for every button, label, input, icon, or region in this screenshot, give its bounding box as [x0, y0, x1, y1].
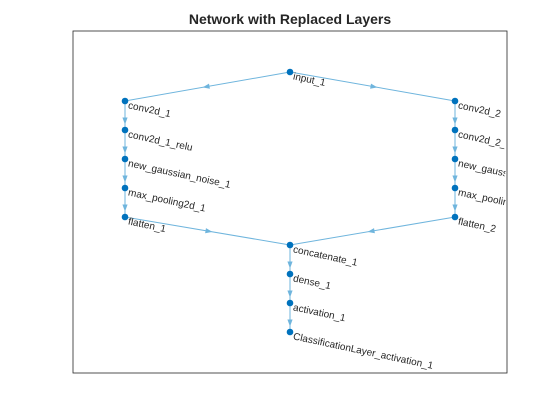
figure-title: Network with Replaced Layers	[189, 11, 392, 27]
edge-activation_1-to-ClassificationLayer_activation_1	[287, 303, 293, 332]
edge-conv2d_2_relu-to-new_gaussian_noise_2	[452, 130, 458, 159]
edge-arrowhead	[205, 228, 213, 234]
node-conv2d_2	[451, 97, 459, 105]
edge-new_gaussian_noise_2-to-max_pooling2d_2	[452, 159, 458, 188]
node-new_gaussian_noise_1	[121, 155, 129, 163]
edge-input_1-to-conv2d_2	[289, 71, 456, 102]
node-conv2d_1	[121, 97, 129, 105]
edge-arrowhead	[452, 117, 458, 125]
edge-arrowhead	[452, 146, 458, 154]
edge-conv2d_1-to-conv2d_1_relu	[122, 101, 128, 130]
node-max_pooling2d_1	[121, 184, 129, 192]
edge-arrowhead	[367, 228, 375, 234]
node-flatten_1	[121, 213, 129, 221]
edge-arrowhead	[287, 319, 293, 327]
edge-new_gaussian_noise_1-to-max_pooling2d_1	[122, 159, 128, 188]
node-max_pooling2d_2	[451, 184, 459, 192]
edge-arrowhead	[287, 290, 293, 298]
node-activation_1	[286, 299, 294, 307]
edge-max_pooling2d_1-to-flatten_1	[122, 188, 128, 217]
node-ClassificationLayer_activation_1	[286, 328, 294, 336]
edge-max_pooling2d_2-to-flatten_2	[452, 188, 458, 217]
node-concatenate_1	[286, 241, 294, 249]
edge-arrowhead	[287, 261, 293, 269]
edge-concatenate_1-to-dense_1	[287, 245, 293, 274]
edge-arrowhead	[452, 175, 458, 183]
edge-flatten_2-to-concatenate_1	[289, 216, 456, 246]
node-dense_1	[286, 270, 294, 278]
node-input_1	[286, 68, 294, 76]
node-conv2d_2_relu	[451, 126, 459, 134]
edge-arrowhead	[122, 146, 128, 154]
node-flatten_2	[451, 213, 459, 221]
edge-arrowhead	[202, 83, 210, 89]
edge-arrowhead	[122, 204, 128, 212]
edge-arrowhead	[122, 175, 128, 183]
edge-conv2d_1_relu-to-new_gaussian_noise_1	[122, 130, 128, 159]
node-conv2d_1_relu	[121, 126, 129, 134]
edge-input_1-to-conv2d_1	[124, 71, 291, 102]
node-new_gaussian_noise_2	[451, 155, 459, 163]
edge-arrowhead	[122, 117, 128, 125]
nodes-layer	[121, 68, 459, 336]
edge-flatten_1-to-concatenate_1	[124, 216, 291, 246]
edge-dense_1-to-activation_1	[287, 274, 293, 303]
edge-arrowhead	[452, 204, 458, 212]
edge-conv2d_2-to-conv2d_2_relu	[452, 101, 458, 130]
edge-arrowhead	[370, 83, 378, 89]
edges-layer	[122, 71, 458, 332]
